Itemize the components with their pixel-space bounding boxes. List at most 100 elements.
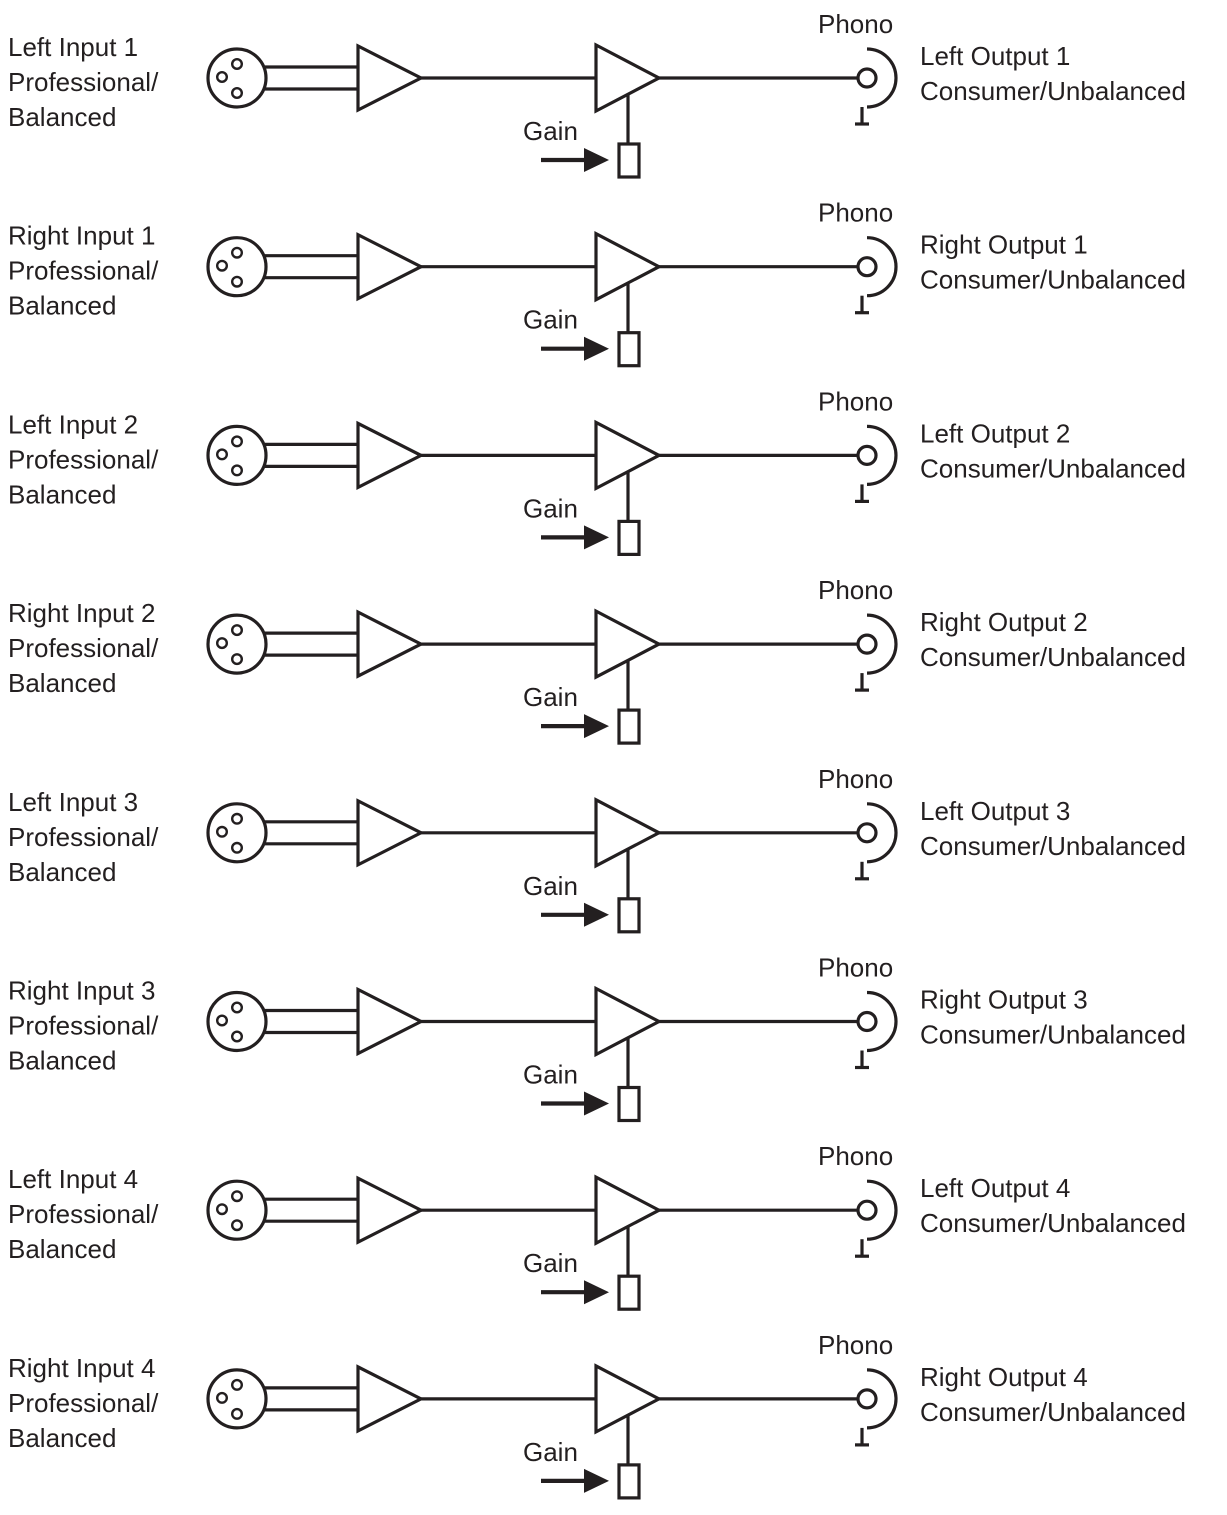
output-type-label: Consumer/Unbalanced	[920, 1208, 1186, 1238]
gain-label: Gain	[523, 305, 578, 335]
input-balance-label: Balanced	[8, 479, 116, 509]
xlr-connector-icon	[206, 613, 268, 675]
input-balance-label: Balanced	[8, 668, 116, 698]
balanced-wire-pair	[265, 442, 358, 468]
gain-label: Gain	[523, 871, 578, 901]
xlr-connector-icon	[206, 1179, 268, 1241]
balanced-wire-pair	[265, 631, 358, 657]
input-label: Left Input 4	[8, 1164, 138, 1194]
arrow-head-icon	[584, 714, 609, 739]
phono-label: Phono	[818, 1330, 893, 1360]
input-balance-label: Balanced	[8, 1423, 116, 1453]
potentiometer-icon	[617, 1085, 641, 1123]
phono-label: Phono	[818, 198, 893, 228]
phono-label: Phono	[818, 386, 893, 416]
arrow-head-icon	[584, 525, 609, 550]
input-amplifier-icon	[356, 43, 425, 113]
input-type-label: Professional/	[8, 822, 159, 852]
phono-jack-icon	[855, 424, 898, 503]
output-label: Left Output 1	[920, 41, 1070, 71]
output-type-label: Consumer/Unbalanced	[920, 1020, 1186, 1050]
xlr-connector-icon	[206, 47, 268, 109]
gain-label: Gain	[523, 682, 578, 712]
phono-jack-icon	[855, 1368, 898, 1447]
arrow-head-icon	[584, 1468, 609, 1493]
input-type-label: Professional/	[8, 1388, 159, 1418]
arrow-head-icon	[584, 148, 609, 172]
gain-control: Gain	[523, 1414, 641, 1500]
balanced-wire-pair	[265, 820, 358, 846]
input-amplifier-icon	[356, 609, 425, 679]
arrow-head-icon	[584, 336, 609, 361]
input-amplifier-icon	[356, 232, 425, 302]
input-label: Left Input 1	[8, 32, 138, 62]
potentiometer-icon	[617, 897, 641, 934]
input-balance-label: Balanced	[8, 291, 116, 321]
gain-control: Gain	[523, 660, 641, 745]
channel-row: Left Input 3 Professional/Balanced Gain Pho…	[8, 764, 1186, 934]
input-label: Right Input 4	[8, 1353, 155, 1383]
input-balance-label: Balanced	[8, 1234, 116, 1264]
phono-label: Phono	[818, 9, 893, 39]
input-amplifier-icon	[356, 420, 425, 491]
input-amplifier-icon	[356, 1175, 425, 1245]
phono-label: Phono	[818, 953, 893, 983]
input-label: Right Input 3	[8, 976, 155, 1006]
output-label: Right Output 2	[920, 607, 1088, 637]
input-label: Left Input 2	[8, 409, 138, 439]
output-label: Right Output 4	[920, 1362, 1088, 1392]
balanced-wire-pair	[265, 1386, 358, 1412]
output-label: Left Output 4	[920, 1173, 1070, 1203]
output-label: Right Output 3	[920, 985, 1088, 1015]
phono-jack-icon	[855, 802, 898, 881]
gain-control: Gain	[523, 471, 641, 557]
output-type-label: Consumer/Unbalanced	[920, 76, 1186, 106]
phono-jack-icon	[855, 47, 898, 126]
potentiometer-icon	[617, 1463, 641, 1500]
phono-label: Phono	[818, 575, 893, 605]
input-label: Left Input 3	[8, 787, 138, 817]
potentiometer-icon	[617, 142, 641, 179]
gain-control: Gain	[523, 848, 641, 934]
xlr-connector-icon	[206, 236, 268, 298]
channel-row: Right Input 2 Professional/Balanced Gain Ph…	[8, 575, 1186, 745]
phono-jack-icon	[855, 1179, 898, 1258]
input-amplifier-icon	[356, 1364, 425, 1434]
output-label: Left Output 3	[920, 796, 1070, 826]
xlr-connector-icon	[206, 802, 268, 864]
output-type-label: Consumer/Unbalanced	[920, 265, 1186, 295]
gain-control: Gain	[523, 1037, 641, 1123]
gain-label: Gain	[523, 1437, 578, 1467]
input-label: Right Input 2	[8, 598, 155, 628]
potentiometer-icon	[617, 331, 641, 368]
input-type-label: Professional/	[8, 256, 159, 286]
input-type-label: Professional/	[8, 67, 159, 97]
potentiometer-icon	[617, 708, 641, 745]
balanced-wire-pair	[265, 1197, 358, 1223]
input-type-label: Professional/	[8, 633, 159, 663]
output-type-label: Consumer/Unbalanced	[920, 642, 1186, 672]
gain-control: Gain	[523, 94, 641, 179]
input-amplifier-icon	[356, 798, 425, 868]
phono-jack-icon	[855, 613, 898, 692]
balanced-wire-pair	[265, 1008, 358, 1035]
arrow-head-icon	[584, 1280, 609, 1305]
gain-control: Gain	[523, 282, 641, 368]
input-label: Right Input 1	[8, 221, 155, 251]
output-type-label: Consumer/Unbalanced	[920, 831, 1186, 861]
output-type-label: Consumer/Unbalanced	[920, 453, 1186, 483]
input-balance-label: Balanced	[8, 857, 116, 887]
output-label: Right Output 1	[920, 230, 1088, 260]
arrow-head-icon	[584, 1091, 609, 1116]
input-amplifier-icon	[356, 986, 425, 1057]
balanced-wire-pair	[265, 65, 358, 91]
phono-label: Phono	[818, 764, 893, 794]
gain-label: Gain	[523, 116, 578, 146]
input-type-label: Professional/	[8, 1011, 159, 1041]
potentiometer-icon	[617, 1274, 641, 1311]
channel-row: Right Input 1 Professional/Balanced Gain Ph…	[8, 198, 1186, 368]
